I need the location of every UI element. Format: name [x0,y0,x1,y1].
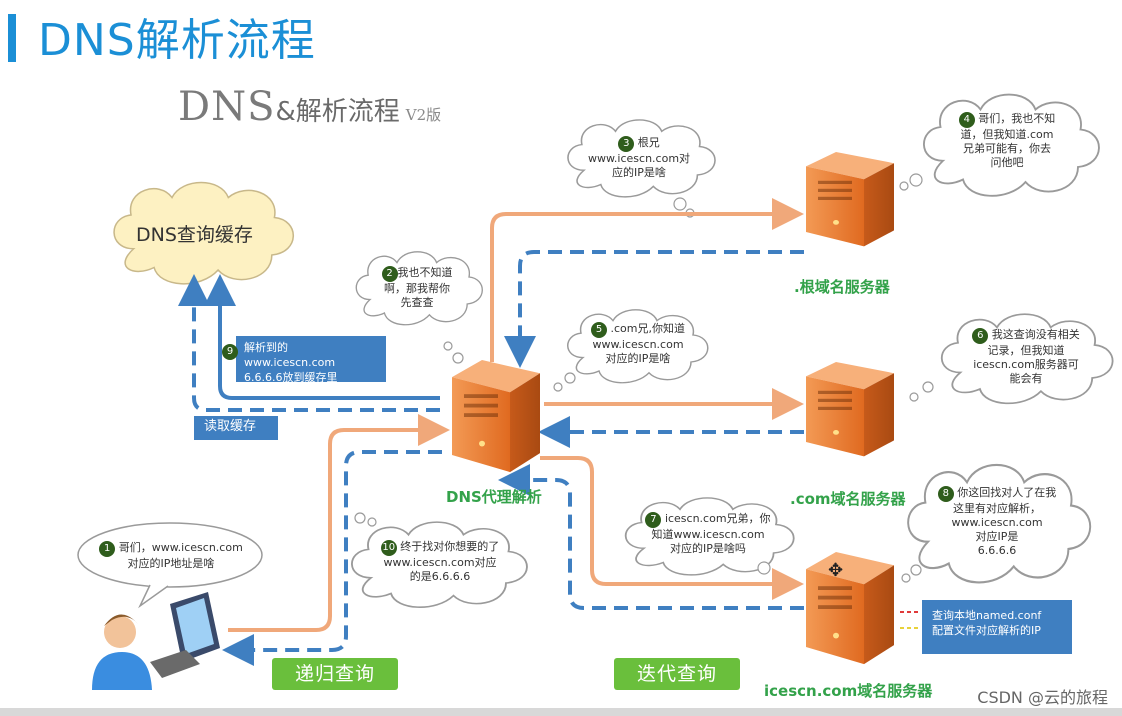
step-9-text: 解析到的www.icescn.com 6.6.6.6放到缓存里 [244,341,338,384]
response-arrows [178,250,918,666]
step-2-badge: 2 [381,266,398,282]
local-config-note: 查询本地named.conf 配置文件对应解析的IP [922,600,1072,654]
step-4-text: 哥们，我也不知 道，但我知道.com 兄弟可能有，你去 问他吧 [960,112,1056,169]
step-1-text: 哥们，www.icescn.com 对应的IP地址是啥 [118,541,243,570]
step-9: 9 解析到的www.icescn.com 6.6.6.6放到缓存里 [222,336,386,384]
step-2-text: 我也不知道 啊，那我帮你 先查查 [384,266,453,309]
step-4-badge: 4 [958,112,975,128]
step-8-text: 你这回找对人了在我 这里有对应解析， www.icescn.com 对应IP是 … [951,486,1057,557]
diagram-title-version: V2版 [405,106,442,124]
title-accent-bar [8,14,16,62]
step-5-badge: 5 [591,322,607,338]
bottom-scrollbar[interactable] [0,708,1122,716]
proxy-server-label: DNS代理解析 [446,488,542,506]
step-6-text: 我这查询没有相关 记录，但我知道 icescn.com服务器可 能会有 [973,328,1080,385]
step-10: 10 终于找对你想要的了 www.icescn.com对应 的是6.6.6.6 [360,540,520,584]
computer-icon [150,592,220,678]
read-cache-label: 读取缓存 [194,416,278,440]
icescn-server-label: icescn.com域名服务器 [764,682,933,700]
step-9-badge: 9 [222,344,238,360]
step-10-badge: 10 [380,540,397,556]
root-server-icon [806,152,894,247]
user-icon [92,614,152,690]
cache-write-arrow [204,274,440,400]
diagram-title: DNS&解析流程 V2版 [178,84,441,130]
iterative-query-label: 迭代查询 [614,658,740,690]
diagram-title-sub: &解析流程 [275,97,400,127]
cache-cloud [113,181,295,285]
step-8: 8 你这回找对人了在我 这里有对应解析， www.icescn.com 对应IP… [922,486,1072,558]
step-6-badge: 6 [972,328,989,344]
com-server-label: .com域名服务器 [790,490,906,508]
step-7: 7 icescn.com兄弟，你 知道www.icescn.com 对应的IP是… [632,512,784,556]
step-4: 4 哥们，我也不知 道，但我知道.com 兄弟可能有，你去 问他吧 [942,112,1072,170]
proxy-server-icon [452,360,540,473]
step-5: 5 .com兄,你知道 www.icescn.com 对应的IP是啥 [574,322,702,366]
step-1-badge: 1 [99,541,116,557]
request-arrows [228,198,804,632]
icescn-server-icon [806,552,894,665]
step-8-badge: 8 [937,486,954,502]
watermark: CSDN @云的旅程 [977,688,1108,707]
step-10-text: 终于找对你想要的了 www.icescn.com对应 的是6.6.6.6 [383,540,500,583]
cache-cloud-label: DNS查询缓存 [136,224,253,246]
com-server-icon [806,362,894,457]
speech-cloud-1 [77,522,263,609]
step-3-text: 根兄 www.icescn.com对 应的IP是啥 [587,136,691,179]
diagram-title-main: DNS [178,84,276,130]
step-3: 3 根兄 www.icescn.com对 应的IP是啥 [584,136,694,180]
recursive-query-label: 递归查询 [272,658,398,690]
step-3-badge: 3 [618,136,635,152]
step-5-text: .com兄,你知道 www.icescn.com 对应的IP是啥 [592,322,685,365]
step-1: 1 哥们，www.icescn.com 对应的IP地址是啥 [86,541,256,571]
mouse-cursor-icon: ✥ [828,560,844,581]
step-6: 6 我这查询没有相关 记录，但我知道 icescn.com服务器可 能会有 [956,328,1096,386]
step-7-badge: 7 [645,512,662,528]
root-server-label: .根域名服务器 [794,278,890,296]
page-title: DNS解析流程 [38,15,316,66]
step-7-text: icescn.com兄弟，你 知道www.icescn.com 对应的IP是啥吗 [651,512,771,555]
